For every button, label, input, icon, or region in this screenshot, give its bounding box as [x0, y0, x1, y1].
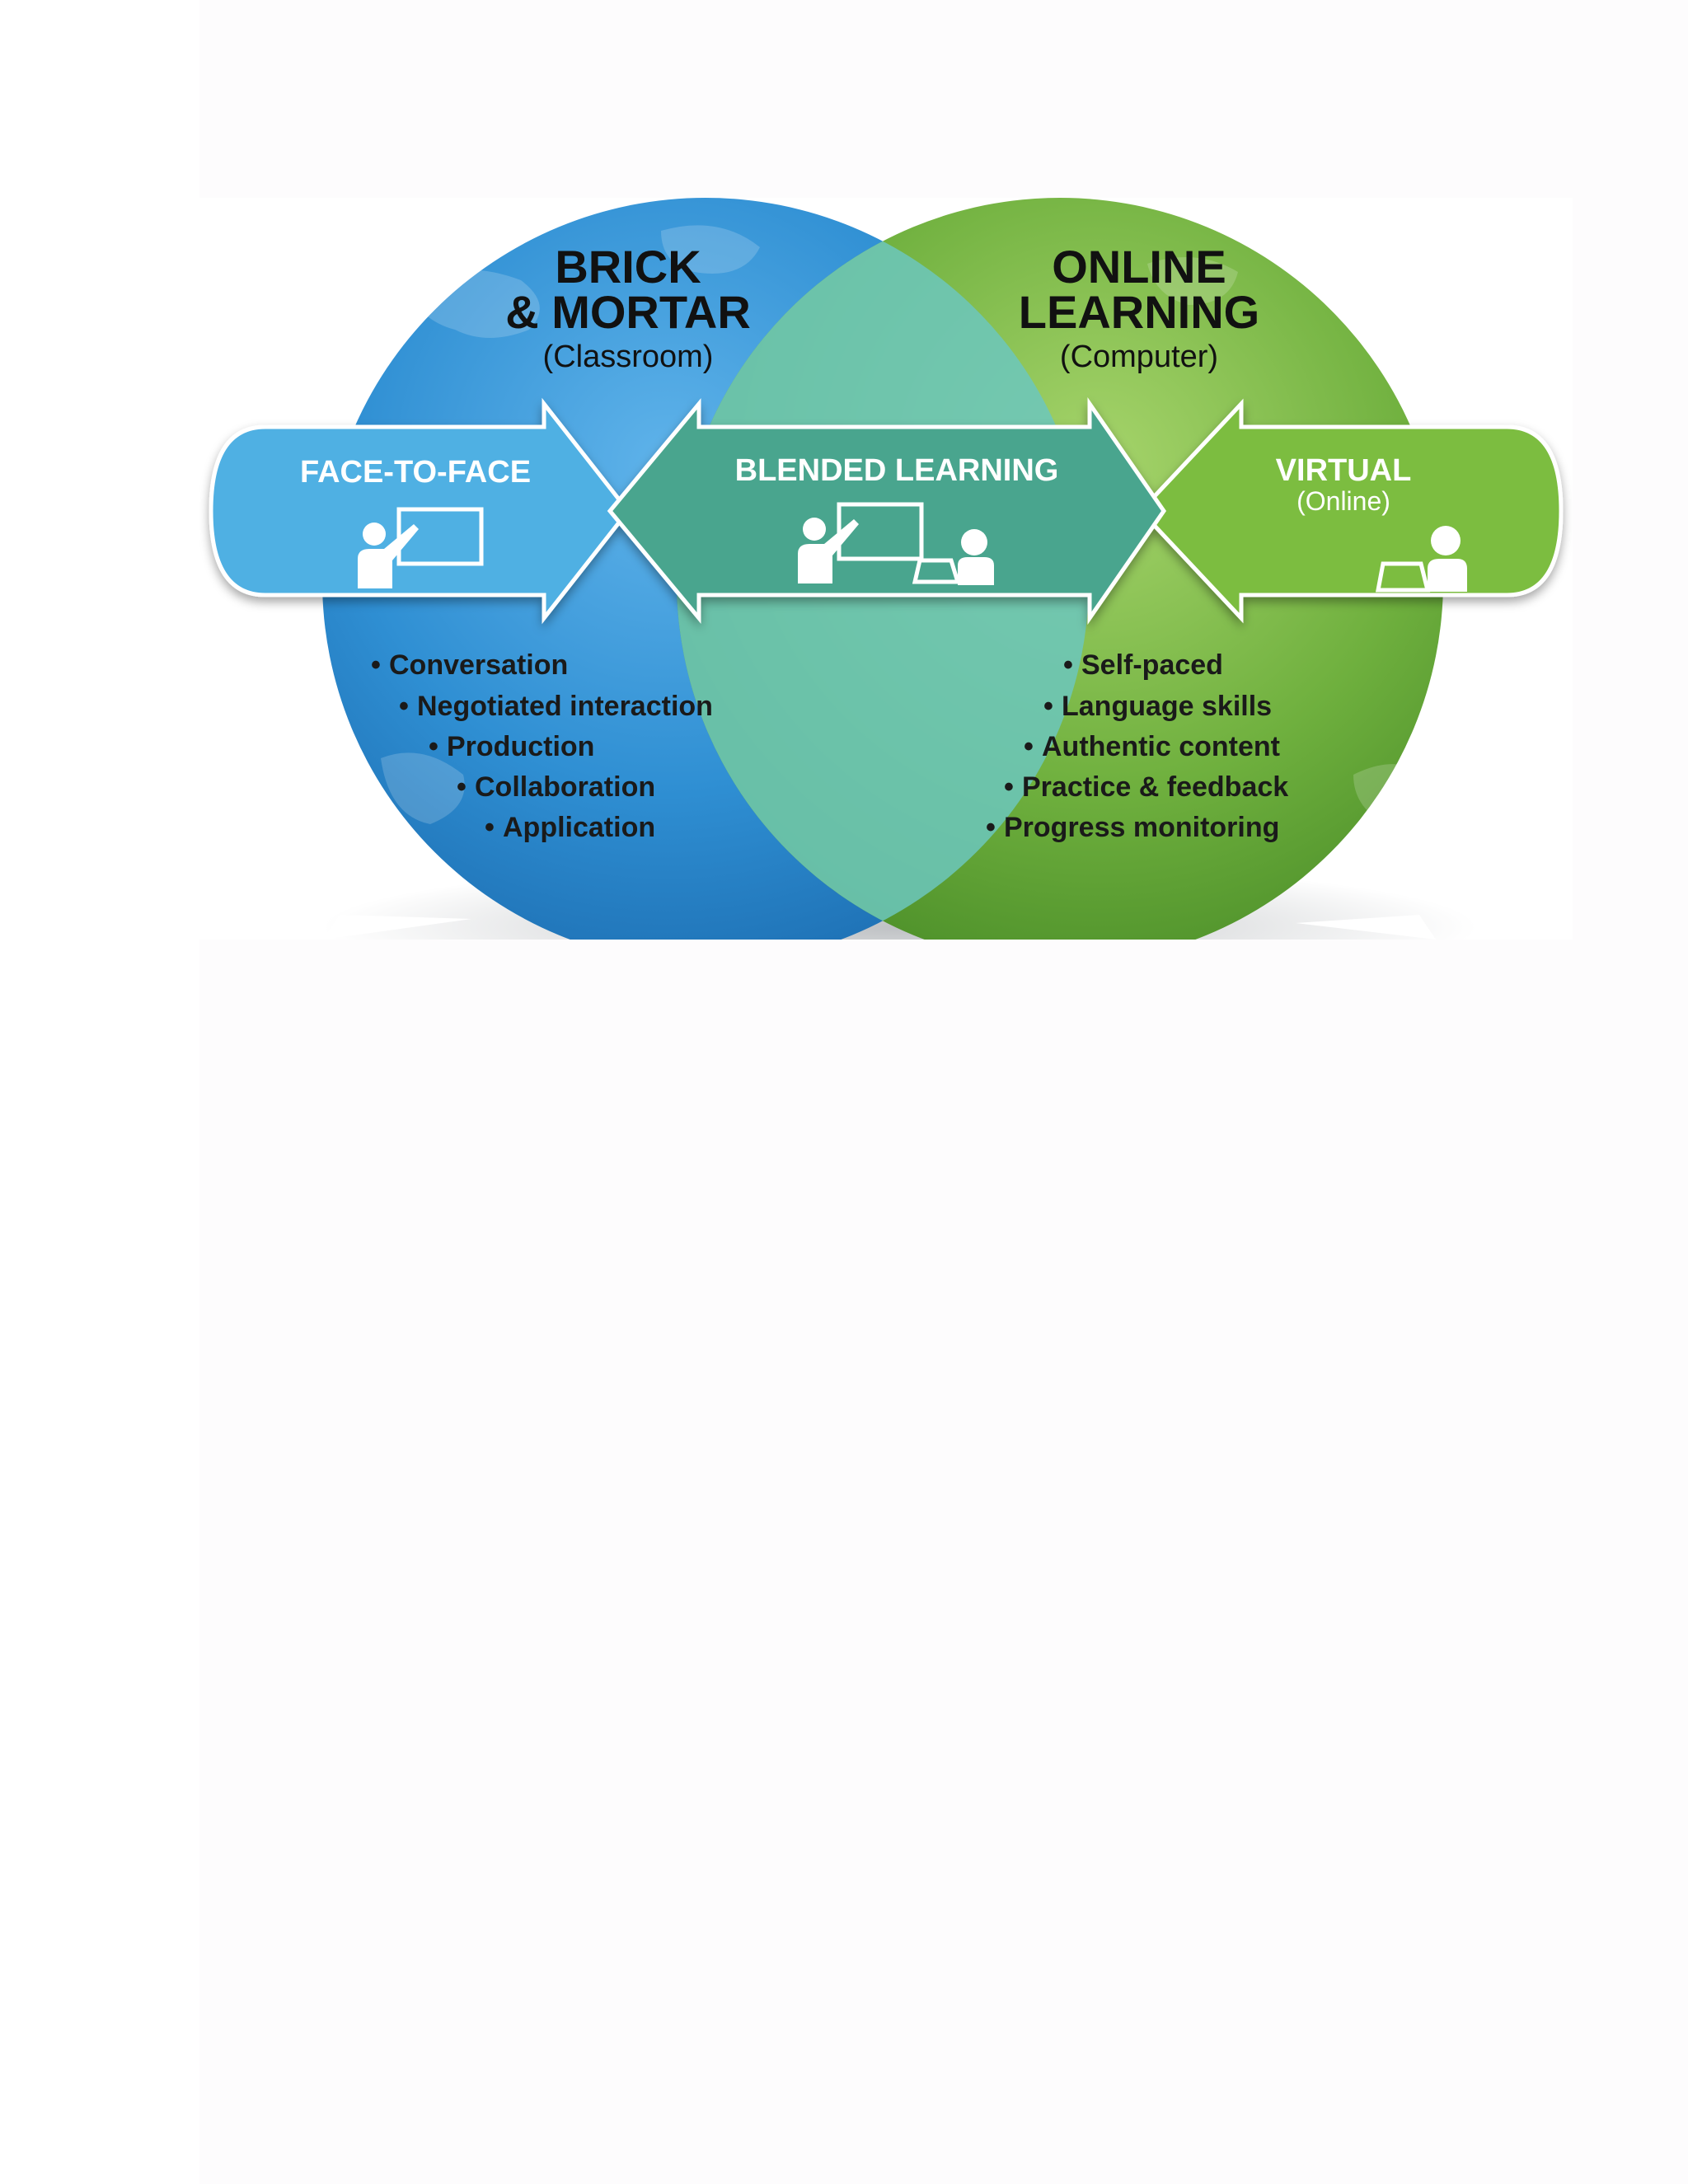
virtual-label: VIRTUAL	[1276, 453, 1412, 488]
right-title-line1: ONLINE	[1052, 241, 1226, 293]
left-list-bullet: •	[371, 649, 381, 681]
face-to-face-label: FACE-TO-FACE	[300, 455, 531, 490]
right-list-bullet: •	[986, 812, 996, 843]
left-list-bullet: •	[399, 691, 409, 722]
page-margin	[0, 0, 199, 2184]
student-at-laptop-icon	[912, 529, 994, 585]
right-list-item: Self-paced	[1081, 649, 1223, 681]
virtual-sublabel: (Online)	[1296, 486, 1390, 516]
floor-arrow-left	[323, 915, 471, 940]
diagram-canvas: BRICK & MORTAR ONLINE LEARNING (Classroo…	[209, 198, 1564, 940]
left-title-line1: BRICK	[555, 241, 701, 293]
right-list-item: Progress monitoring	[1004, 812, 1279, 843]
left-list-bullet: •	[429, 731, 438, 762]
right-list-item: Practice & feedback	[1022, 771, 1288, 803]
blended-learning-diagram: BRICK & MORTAR ONLINE LEARNING (Classroo…	[199, 198, 1573, 940]
right-list-bullet: •	[1004, 771, 1014, 803]
left-list-bullet: •	[457, 771, 467, 803]
right-title-line2: LEARNING	[1019, 286, 1259, 338]
left-title-line2: & MORTAR	[505, 286, 751, 338]
right-subtitle: (Computer)	[1060, 340, 1218, 374]
right-list-bullet: •	[1043, 691, 1053, 722]
right-list-item: Language skills	[1062, 691, 1272, 722]
right-list-bullet: •	[1024, 731, 1034, 762]
left-list-item: Collaboration	[475, 771, 655, 803]
right-list-bullet: •	[1063, 649, 1073, 681]
left-list-bullet: •	[485, 812, 495, 843]
blended-learning-label: BLENDED LEARNING	[735, 453, 1059, 488]
student-at-laptop-icon	[1375, 526, 1467, 593]
left-subtitle: (Classroom)	[543, 340, 714, 374]
globe-texture	[381, 225, 1436, 824]
floor-arrow-right	[1296, 915, 1436, 940]
left-list-item: Production	[447, 731, 594, 762]
blended-learning-arrow	[607, 396, 1167, 626]
teacher-at-board-icon	[358, 507, 484, 588]
left-list-item: Application	[503, 812, 655, 843]
left-list-item: Conversation	[389, 649, 568, 681]
left-list-item: Negotiated interaction	[417, 691, 713, 722]
teacher-at-board-icon	[798, 502, 924, 583]
right-list-item: Authentic content	[1042, 731, 1280, 762]
